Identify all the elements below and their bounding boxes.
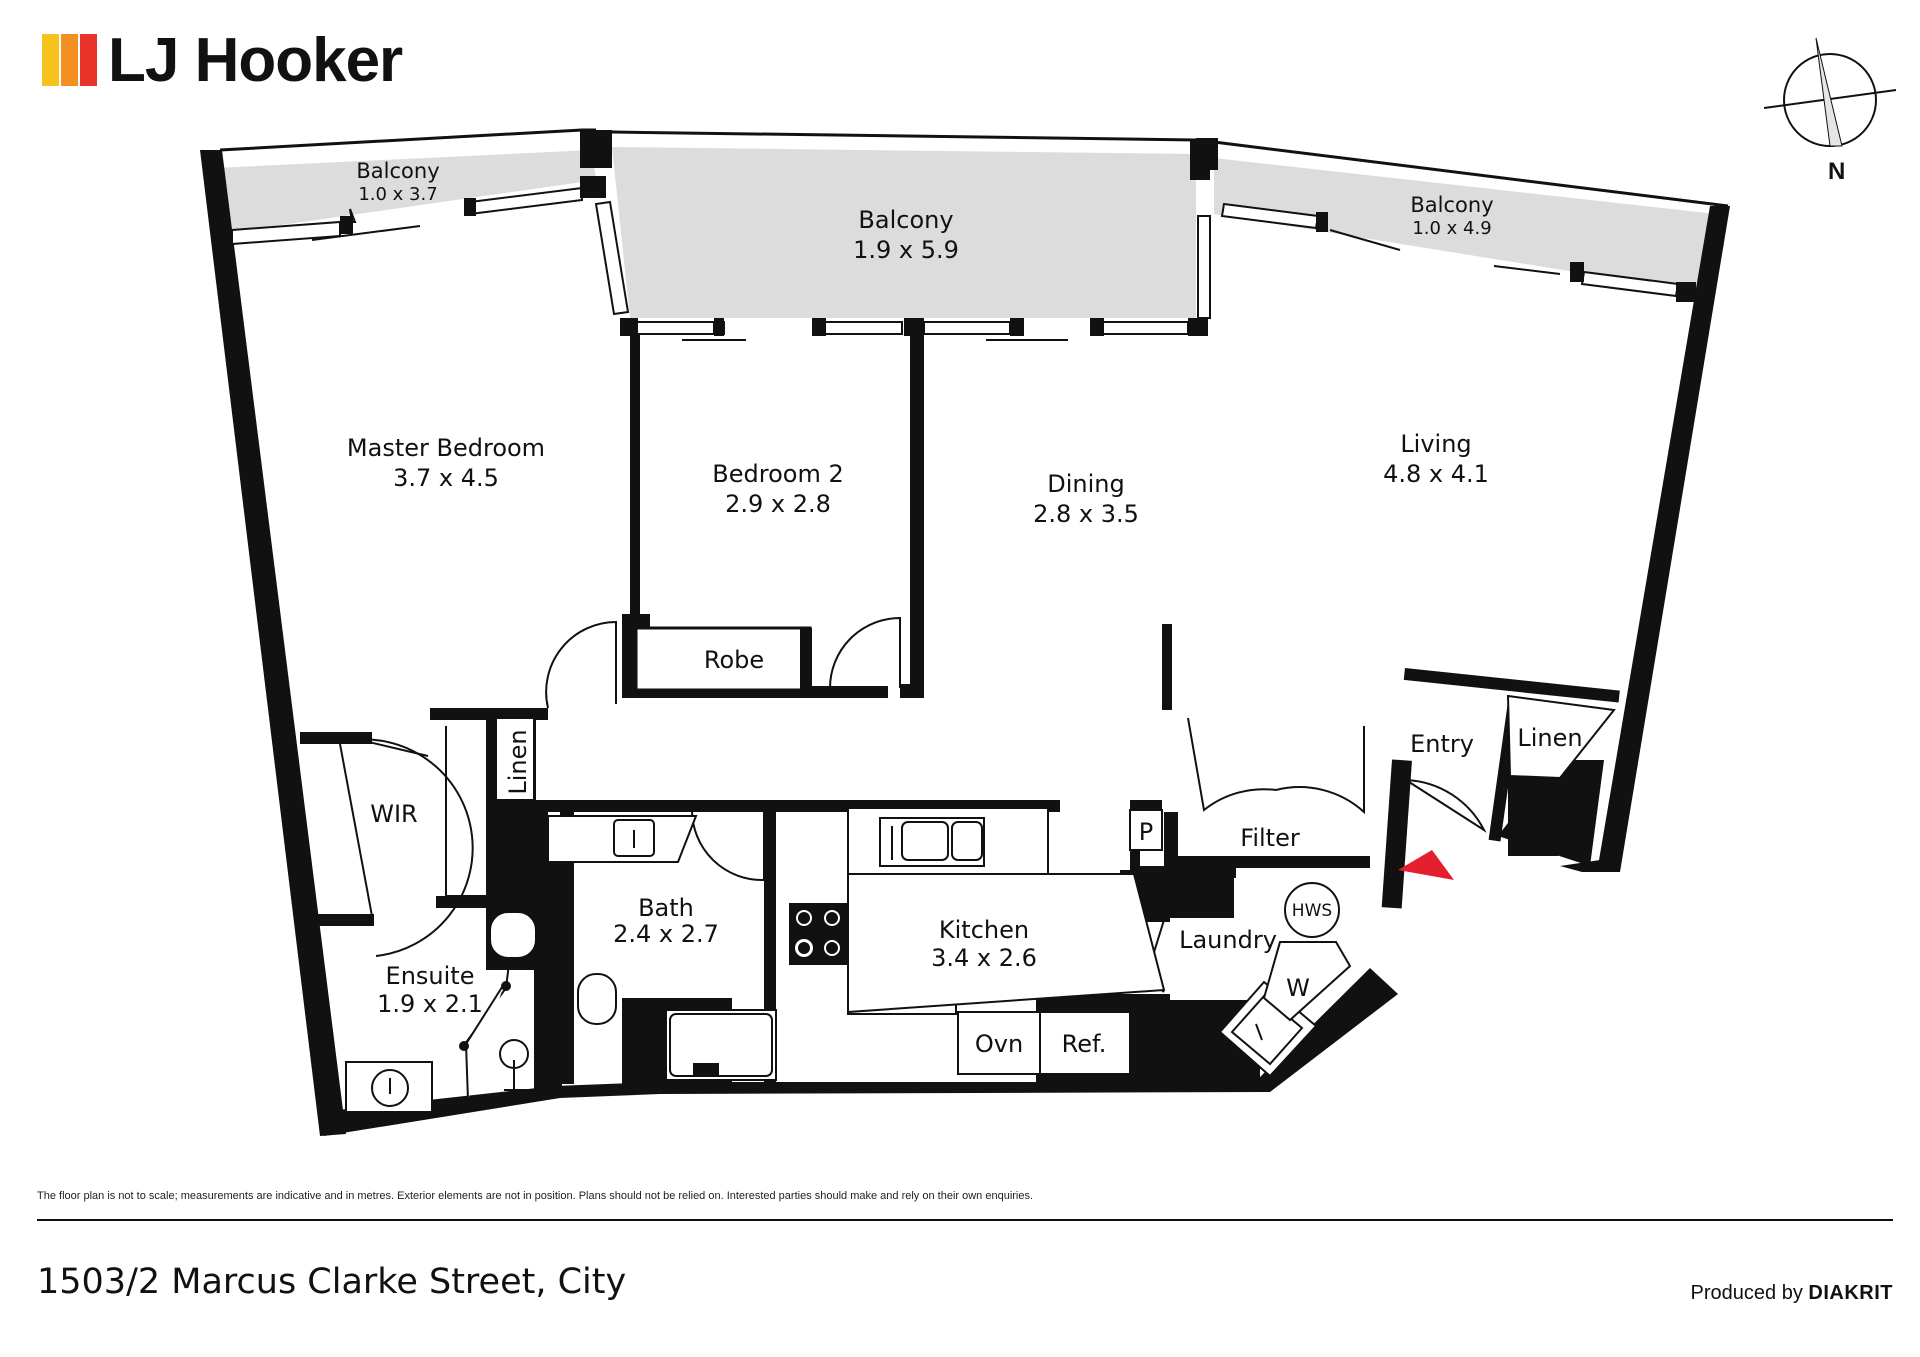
pantry-box: [1129, 809, 1163, 851]
bedroom-2-name: Bedroom 2: [712, 460, 843, 488]
logo-bar-orange: [61, 34, 78, 86]
kitchen-name: Kitchen: [939, 916, 1029, 944]
bath-dims: 2.4 x 2.7: [613, 920, 719, 948]
master-bedroom-name: Master Bedroom: [347, 434, 545, 462]
ensuite-dims: 1.9 x 2.1: [377, 990, 483, 1018]
bath-fixtures: [547, 815, 777, 1081]
brand-name: LJ Hooker: [108, 26, 403, 95]
hws-label: HWS: [1292, 901, 1332, 921]
laundry-label: Laundry: [1179, 926, 1277, 954]
room-labels: Balcony 1.0 x 3.7 Balcony 1.9 x 5.9 Balc…: [347, 159, 1494, 1018]
pantry-label: P: [1139, 818, 1153, 846]
balcony-living-dims: 1.0 x 4.9: [1412, 218, 1491, 239]
dining-name: Dining: [1047, 470, 1124, 498]
fixture-labels: Robe WIR Linen Entry Linen Filter Laundr…: [370, 646, 1582, 1058]
balcony-centre-name: Balcony: [858, 206, 953, 234]
fridge-label: Ref.: [1062, 1030, 1107, 1058]
property-address: 1503/2 Marcus Clarke Street, City: [37, 1262, 627, 1302]
linen-hall-label: Linen: [504, 729, 532, 794]
balcony-living-name: Balcony: [1410, 193, 1493, 217]
logo-bar-yellow: [42, 34, 59, 86]
robe-label: Robe: [704, 646, 764, 674]
kitchen-fixtures: [789, 807, 1166, 1075]
logo-bar-red: [80, 34, 97, 86]
oven-label: Ovn: [975, 1030, 1023, 1058]
balcony-master-name: Balcony: [356, 159, 439, 183]
living-dims: 4.8 x 4.1: [1383, 460, 1489, 488]
credit-company: DIAKRIT: [1808, 1282, 1893, 1304]
compass-needle-light: [1815, 37, 1843, 147]
balcony-master-area: [216, 150, 596, 232]
footer-divider: [37, 1219, 1893, 1221]
kitchen-dims: 3.4 x 2.6: [931, 944, 1037, 972]
window-sills: [311, 225, 1561, 341]
balcony-centre-area: [612, 147, 1196, 318]
windows: [231, 186, 1680, 335]
producer-credit: Produced by DIAKRIT: [1691, 1282, 1893, 1305]
filter-label: Filter: [1240, 824, 1300, 852]
dining-dims: 2.8 x 3.5: [1033, 500, 1139, 528]
balcony-living-area: [1214, 158, 1716, 292]
entry-marker: [1398, 850, 1454, 880]
bedroom-2-dims: 2.9 x 2.8: [725, 490, 831, 518]
balcony-centre-dims: 1.9 x 5.9: [853, 236, 959, 264]
entry-label: Entry: [1410, 730, 1474, 758]
disclaimer-text: The floor plan is not to scale; measurem…: [37, 1190, 1034, 1202]
washer-label: W: [1286, 974, 1310, 1002]
ensuite-fixtures: [345, 911, 537, 1113]
linen-hall-cupboard: [495, 717, 535, 801]
bath-name: Bath: [638, 894, 694, 922]
linen-entry-label: Linen: [1517, 724, 1582, 752]
balcony-master-dims: 1.0 x 3.7: [358, 184, 437, 205]
entry-linen-cupboard: [1506, 694, 1616, 780]
exterior-walls: [200, 130, 1730, 1136]
wir-label: WIR: [370, 800, 417, 828]
ensuite-name: Ensuite: [386, 962, 475, 990]
credit-prefix: Produced by: [1690, 1282, 1803, 1304]
robe-cabinet: [634, 626, 812, 692]
window-mullions: [340, 140, 1696, 336]
wir-shelving: [339, 726, 486, 917]
laundry-fixtures: [1218, 882, 1352, 1078]
living-name: Living: [1400, 430, 1471, 458]
compass: [1763, 37, 1897, 147]
brand-logo: [42, 34, 98, 86]
master-bedroom-dims: 3.7 x 4.5: [393, 464, 499, 492]
compass-north-label: N: [1828, 158, 1846, 185]
